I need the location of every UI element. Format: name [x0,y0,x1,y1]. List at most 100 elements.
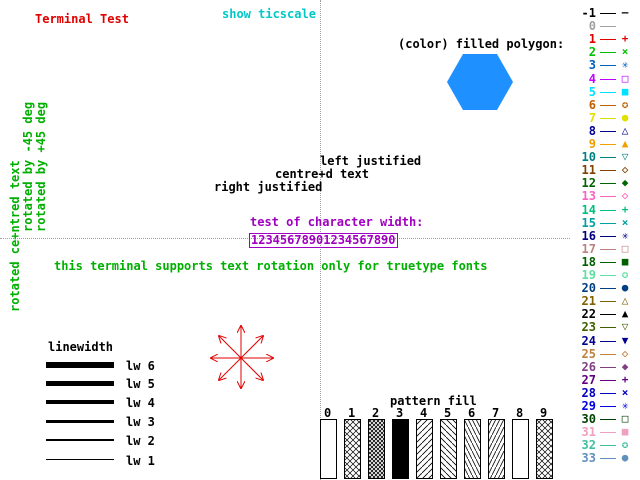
key-point-marker-icon: ✪ [621,438,629,452]
key-row-21: 21△ [570,294,640,308]
key-row-12: 12 ◆ [570,176,640,191]
key-number: 5 [588,84,596,99]
pattern-label-6: 6 [468,406,476,420]
key-line-sample [600,117,616,119]
pattern-fill-heading: pattern fill [390,394,477,408]
key-row--1: -1 — [570,6,640,20]
key-line-sample [600,157,616,159]
key-point-marker-icon: ✳ [621,228,629,242]
key-row-15: 15× [570,216,640,230]
key-point-marker-icon: ✳ [621,58,629,72]
lw-label-5: lw 5 [126,377,155,391]
key-number: 17 [581,241,596,256]
key-point-marker-icon: △ [621,123,629,137]
key-point-marker-icon: ■ [621,254,629,268]
lw6-sample [46,362,114,368]
char-width-label: test of character width: [250,215,424,229]
key-row-11: 11◇ [570,163,640,178]
key-row-1: 1+ [570,32,640,47]
key-line-sample [600,183,616,185]
key-point-marker-icon: ▽ [621,150,629,164]
key-row-29: 29 ✳ [570,399,640,413]
key-number: 6 [588,97,596,112]
key-line-sample [600,275,616,276]
key-number: 1 [588,32,596,47]
key-row-19: 19✪ [570,268,640,282]
key-row-9: 9▲ [570,137,640,151]
key-number: 33 [581,451,596,466]
pattern-box-8 [512,419,529,479]
key-number: 13 [581,189,596,204]
key-row-0: 0 [570,20,640,33]
pattern-box-2 [368,419,385,479]
pattern-label-2: 2 [372,406,380,420]
key-line-sample [600,392,616,394]
lw4-sample [46,400,114,404]
key-line-sample [600,130,616,132]
key-number: -1 [581,6,596,20]
key-line-sample [600,170,616,172]
filled-hexagon [447,54,513,110]
key-point-marker-icon: ◆ [621,176,629,190]
pattern-box-6 [464,419,481,479]
linewidth-heading: linewidth [48,340,114,354]
key-point-marker-icon: ■ [621,84,629,98]
key-line-sample [600,39,616,41]
key-point-marker-icon: — [621,6,629,19]
key-point-marker-icon: + [621,372,629,386]
key-line-sample [600,432,616,434]
key-number: 14 [581,202,596,217]
key-number: 30 [581,412,596,427]
key-row-16: 16 ✳ [570,228,640,243]
arrow-star [205,322,277,394]
rotation-note: this terminal supports text rotation onl… [54,259,488,273]
polygon-label: (color) filled polygon: [398,37,565,51]
key-number: 29 [581,399,596,413]
char-width-sample: 12345678901234567890 [249,233,398,248]
key-line-sample [600,458,616,460]
pattern-box-0 [320,419,337,479]
key-point-marker-icon: ✳ [621,399,629,412]
y-axis-line [320,0,321,480]
pattern-label-4: 4 [420,406,428,420]
key-line-sample [600,419,616,421]
key-number: 12 [581,176,596,191]
key-line-sample [600,445,616,447]
key-number: 25 [581,346,596,361]
key-line-sample [600,13,616,14]
key-row-13: 13◇ [570,189,640,204]
pattern-box-5 [440,419,457,479]
key-row-31: 31■ [570,425,640,440]
key-number: 23 [581,320,596,335]
key-number: 16 [581,228,596,243]
key-line-sample [600,222,616,224]
key-point-marker-icon: □ [621,241,629,255]
key-point-marker-icon: + [621,32,629,46]
key-row-33: 33● [570,451,640,466]
key-number: 27 [581,372,596,387]
key-row-2: 2× [570,45,640,59]
key-number: 19 [581,268,596,282]
lw-label-3: lw 3 [126,415,155,429]
key-row-30: 30 □ [570,412,640,427]
key-row-22: 22▲ [570,307,640,321]
lw3-sample [46,420,114,423]
key-line-sample [600,91,616,93]
key-number: 31 [581,425,596,440]
key-line-sample [600,366,616,368]
key-number: 24 [581,333,596,348]
pattern-box-4 [416,419,433,479]
key-line-sample [600,52,616,54]
key-line-sample [600,301,616,303]
key-point-marker-icon: ▲ [621,307,629,321]
key-point-marker-icon: ✪ [621,97,629,111]
pattern-label-0: 0 [324,406,332,420]
key-point-marker-icon: □ [621,412,629,426]
key-row-26: 26◆ [570,359,640,374]
key-number: 8 [588,123,596,138]
lw5-sample [46,381,114,386]
key-number: 11 [581,163,596,178]
key-number: 26 [581,359,596,374]
centred-text: centre+d text [275,167,369,181]
